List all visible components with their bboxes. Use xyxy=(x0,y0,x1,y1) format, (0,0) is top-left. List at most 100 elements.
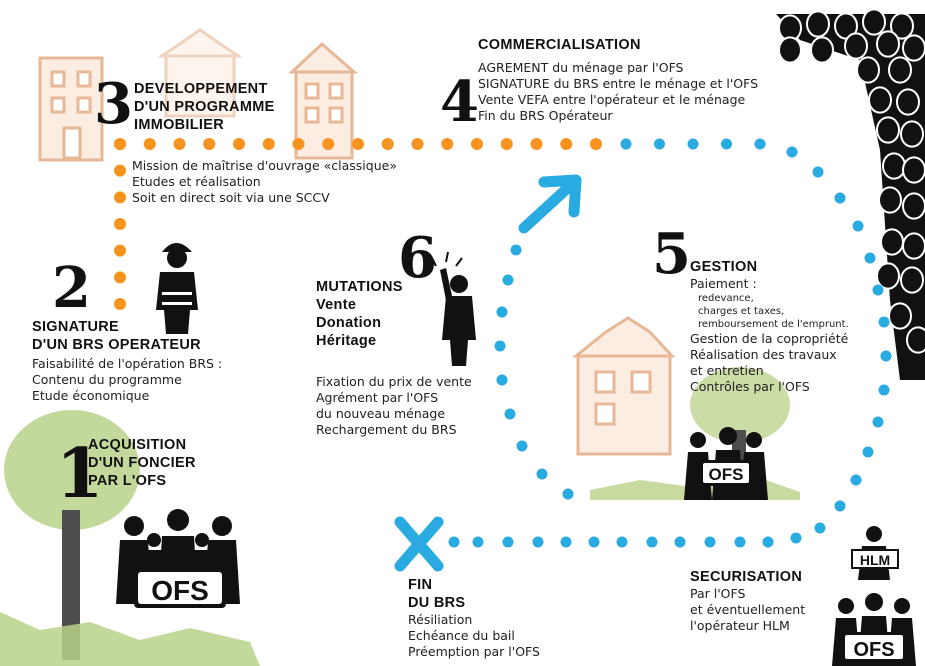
crowd-person-head xyxy=(880,228,904,256)
path-dot xyxy=(786,146,798,158)
path-dot xyxy=(472,536,484,548)
path-dot xyxy=(588,536,600,548)
hlm-icon: HLM xyxy=(851,526,899,580)
fin-brs-line: Résiliation xyxy=(408,612,473,627)
path-dot xyxy=(762,536,774,548)
person-raising-hand-icon xyxy=(431,251,476,366)
path-dot xyxy=(516,440,528,452)
path-dot xyxy=(560,138,573,150)
path-dot xyxy=(812,166,824,178)
step-4-block: COMMERCIALISATION AGREMENT du ménage par… xyxy=(478,36,758,124)
path-dot xyxy=(114,218,126,230)
step-2-line: Etude économique xyxy=(32,388,150,403)
path-dot xyxy=(502,536,514,548)
crowd-person-head xyxy=(876,116,900,144)
step-5-line: Contrôles par l'OFS xyxy=(690,379,810,394)
step-3-details: Mission de maîtrise d'ouvrage «classique… xyxy=(132,158,397,206)
path-dot xyxy=(114,164,126,177)
crowd-person-head xyxy=(856,56,880,84)
path-dot xyxy=(173,138,186,150)
path-dot xyxy=(674,536,686,548)
path-dot xyxy=(262,138,275,150)
step-2-block: SIGNATURE D'UN BRS OPERATEUR Faisabilité… xyxy=(32,318,222,404)
step-2-title-line: SIGNATURE xyxy=(32,319,120,335)
crowd-person-head xyxy=(890,12,914,40)
crowd-person-head xyxy=(876,30,900,58)
step-6-line: Fixation du prix de vente xyxy=(316,374,472,389)
crowd-person-head xyxy=(882,152,906,180)
crowd-person-head xyxy=(902,34,925,62)
path-dot xyxy=(494,340,506,352)
step-6-title-line: MUTATIONS xyxy=(316,279,403,295)
path-dot xyxy=(448,536,460,548)
path-dot xyxy=(496,306,508,318)
path-dot xyxy=(704,536,716,548)
ofs-badge-label: OFS xyxy=(853,639,894,661)
path-dot xyxy=(562,488,574,500)
path-dot xyxy=(114,298,126,310)
crowd-person-head xyxy=(902,156,925,184)
path-dot xyxy=(352,138,364,150)
step-1-block: ACQUISITION D'UN FONCIER PAR L'OFS xyxy=(88,436,196,490)
securisation-block: SECURISATION Par l'OFS et éventuellement… xyxy=(690,568,805,634)
path-dot xyxy=(143,138,156,150)
path-dot xyxy=(734,536,746,548)
crowd-person-head xyxy=(900,120,924,148)
path-dot xyxy=(814,522,826,534)
step-5-number: 5 xyxy=(652,221,691,287)
step-4-line: Fin du BRS Opérateur xyxy=(478,108,613,123)
path-dot xyxy=(510,244,522,256)
path-dot xyxy=(441,138,454,150)
step-6-number: 6 xyxy=(398,225,437,291)
step-3-line: Etudes et réalisation xyxy=(132,174,261,189)
crowd-person-head xyxy=(902,232,925,260)
step-5-subitem: remboursement de l'emprunt. xyxy=(698,319,849,330)
step-1-title-line: PAR L'OFS xyxy=(88,473,167,489)
close-x-icon xyxy=(394,516,444,572)
path-dot xyxy=(834,192,846,204)
residence-building-icon xyxy=(571,316,676,456)
step-1-title-line: D'UN FONCIER xyxy=(88,455,196,471)
step-1-number: 1 xyxy=(56,434,104,514)
step-5-line: Gestion de la copropriété xyxy=(690,331,849,346)
crowd-silhouettes xyxy=(776,8,925,380)
path-dot xyxy=(411,138,424,150)
step-4-title: COMMERCIALISATION xyxy=(478,37,641,53)
step-6-title-line: Donation xyxy=(316,315,382,331)
step-1-title-line: ACQUISITION xyxy=(88,437,187,453)
securisation-line: et éventuellement xyxy=(690,602,806,617)
path-dot xyxy=(114,271,126,284)
path-dot xyxy=(502,274,514,286)
path-dot xyxy=(114,138,126,150)
path-dot xyxy=(292,138,305,150)
step-6-title-line: Vente xyxy=(316,297,357,313)
fin-brs-line: Préemption par l'OFS xyxy=(408,644,540,659)
path-dot xyxy=(233,138,245,150)
step-3-title-line: D'UN PROGRAMME xyxy=(134,99,275,115)
path-dot xyxy=(872,284,884,296)
path-dot xyxy=(560,536,572,548)
step-6-line: Agrément par l'OFS xyxy=(316,390,439,405)
securisation-line: Par l'OFS xyxy=(690,586,746,601)
step-3-number: 3 xyxy=(94,71,133,137)
crowd-person-head xyxy=(900,266,924,294)
fin-brs-title-line: DU BRS xyxy=(408,595,466,611)
step-5-subitem: redevance, xyxy=(698,293,754,304)
path-dot xyxy=(114,191,126,204)
crowd-person-head xyxy=(862,8,886,36)
ofs-badge-label: OFS xyxy=(709,465,744,484)
crowd-person-head xyxy=(888,302,912,330)
crowd-person-head xyxy=(778,36,802,64)
path-dot xyxy=(852,220,864,232)
step-5-line: Réalisation des travaux xyxy=(690,347,837,362)
path-dot xyxy=(620,138,632,150)
step-6-title: MUTATIONS Vente Donation Héritage xyxy=(316,278,403,350)
path-dot xyxy=(654,138,665,150)
step-5-subitem: charges et taxes, xyxy=(698,306,785,317)
crowd-person-head xyxy=(902,192,925,220)
step-3-line: Soit en direct soit via une SCCV xyxy=(132,190,330,205)
step-3-title: DEVELOPPEMENT D'UN PROGRAMME IMMOBILIER xyxy=(134,80,275,134)
building-icon xyxy=(38,56,104,162)
crowd-person-head xyxy=(806,10,830,38)
path-dot xyxy=(616,536,628,548)
